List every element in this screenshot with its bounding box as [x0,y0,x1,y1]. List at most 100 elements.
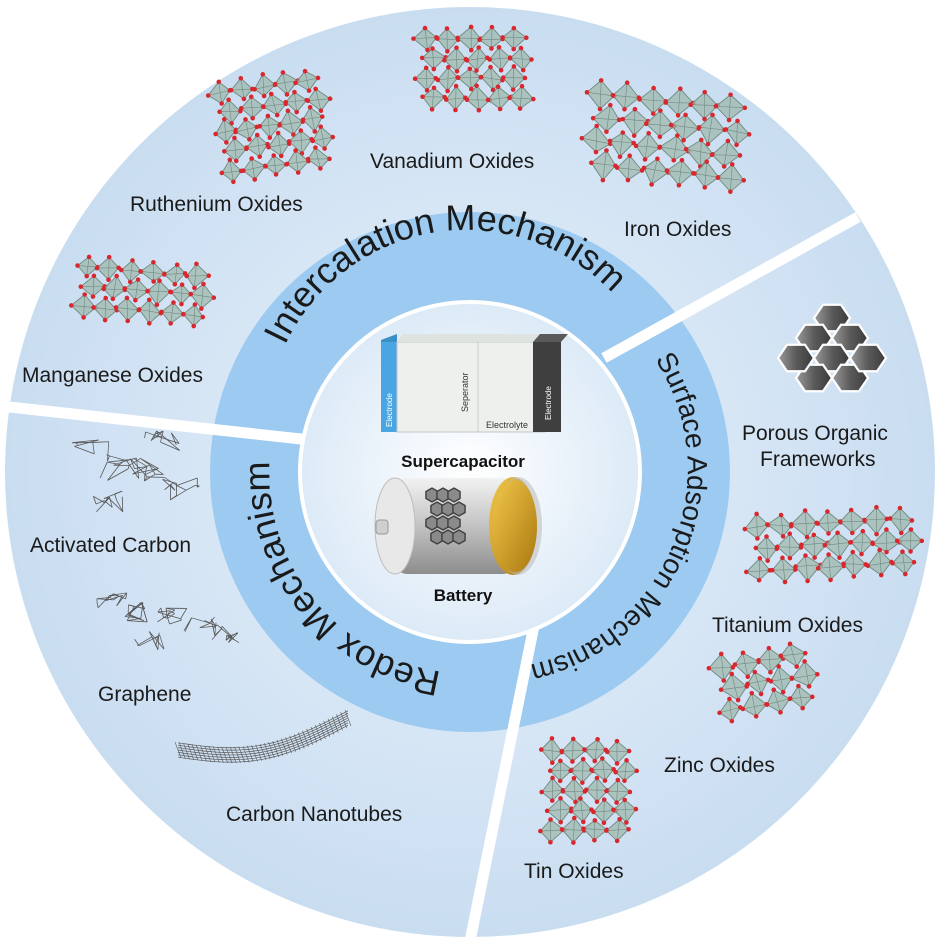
oxygen-atom [479,75,484,80]
oxygen-atom [424,66,429,71]
hex-prism [850,345,886,372]
oxygen-atom [560,749,565,754]
oxygen-atom [432,67,437,72]
oxygen-atom [617,817,622,822]
oxygen-atom [611,807,616,812]
oxygen-atom [445,89,450,94]
oxygen-atom [476,45,481,50]
oxygen-atom [550,776,555,781]
oxygen-atom [558,796,563,801]
oxygen-atom [615,761,620,766]
oxygen-atom [501,75,506,80]
oxygen-atom [508,56,513,61]
oxygen-atom [538,829,543,834]
oxygen-atom [539,747,544,752]
oxygen-atom [512,26,517,31]
oxygen-atom [561,789,566,794]
oxygen-atom [571,737,576,742]
oxygen-atom [616,778,621,783]
oxygen-atom [578,796,583,801]
oxygen-atom [548,768,553,773]
oxygen-atom [496,84,501,89]
oxygen-atom [602,821,607,826]
oxygen-atom [626,827,631,832]
carbon-bond [72,442,76,443]
oxygen-atom [487,57,492,62]
oxygen-atom [468,67,473,72]
oxygen-atom [469,25,474,30]
oxygen-atom [445,49,450,54]
oxygen-atom [511,87,516,92]
battery-label: Battery [434,586,493,606]
oxygen-atom [518,106,523,111]
oxygen-atom [595,737,600,742]
oxygen-atom [595,776,600,781]
oxygen-atom [634,807,639,812]
electrode-right-label: Electrode [544,386,553,420]
oxygen-atom [465,58,470,63]
oxygen-atom [624,758,629,763]
oxygen-atom [600,756,605,761]
oxygen-atom [571,840,576,845]
oxygen-atom [436,78,441,83]
oxygen-atom [581,820,586,825]
oxygen-atom [622,798,627,803]
oxygen-atom [604,828,609,833]
oxygen-atom [558,820,563,825]
oxygen-atom [614,800,619,805]
oxygen-atom [570,759,575,764]
oxygen-atom [498,107,503,112]
oxygen-atom [455,69,460,74]
graphene-hex [453,530,465,544]
electrolyte-label: Electrolyte [486,420,528,430]
zinc-oxides-label: Zinc Oxides [664,754,775,778]
oxygen-atom [595,799,600,804]
oxygen-atom [558,759,563,764]
oxygen-atom [592,759,597,764]
oxygen-atom [569,809,574,814]
titanium-oxides-label: Titanium Oxides [712,614,863,638]
oxygen-atom [432,86,437,91]
oxygen-atom [627,749,632,754]
porous-organic-label-line1: Porous Organic [742,422,888,446]
oxygen-atom [560,827,565,832]
oxygen-atom [539,790,544,795]
oxygen-atom [613,770,618,775]
oxygen-atom [545,809,550,814]
tin-oxides-label: Tin Oxides [524,860,624,884]
oxygen-atom [500,35,505,40]
oxygen-atom [474,83,479,88]
oxygen-atom [435,36,440,41]
oxygen-atom [420,56,425,61]
oxygen-atom [615,839,620,844]
oxygen-atom [581,826,586,831]
oxygen-atom [584,787,589,792]
oxygen-atom [455,36,460,41]
oxygen-atom [603,778,608,783]
oxygen-atom [456,75,461,80]
oxygen-atom [602,797,607,802]
oxygen-atom [469,48,474,53]
oxygen-atom [453,108,458,113]
oxygen-atom [490,25,495,30]
oxygen-atom [521,68,526,73]
oxygen-atom [454,84,459,89]
oxygen-atom [511,47,516,52]
graphene-hex [448,488,460,502]
oxygen-atom [529,57,534,62]
oxygen-atom [581,757,586,762]
oxygen-atom [615,739,620,744]
oxygen-atom [523,76,528,81]
porous-organic-label-line2: Frameworks [760,448,876,472]
oxygen-atom [477,108,482,113]
graphene-label: Graphene [98,683,191,707]
activated-carbon-label: Activated Carbon [30,534,191,558]
electrode-left-label: Electrode [385,393,394,427]
oxygen-atom [454,45,459,50]
oxygen-atom [420,94,425,99]
oxygen-atom [550,760,555,765]
carbon-bond [122,497,123,512]
ruthenium-oxides-label: Ruthenium Oxides [130,193,303,217]
oxygen-atom [430,107,435,112]
oxygen-atom [489,46,494,51]
